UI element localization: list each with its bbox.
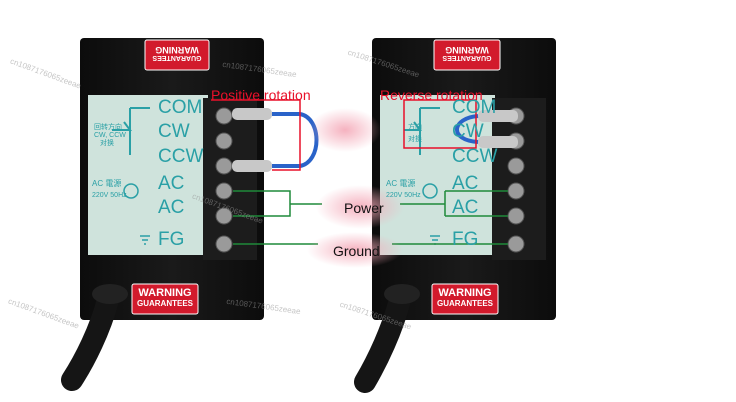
left-lug-com — [232, 108, 272, 120]
power-label: Power — [344, 200, 384, 216]
left-terminal-ac1: AC — [158, 173, 185, 194]
right-bottom-warning-label — [431, 283, 499, 315]
right-top-warning-text: GUARANTEES WARNING — [437, 44, 497, 61]
left-direction-note-3: 对换 — [100, 140, 114, 147]
left-top-warning-label — [144, 39, 210, 71]
right-jumper-wire — [403, 99, 479, 149]
right-screw-ac2 — [507, 207, 525, 225]
blur-blob-power — [316, 185, 404, 229]
left-controller — [61, 38, 272, 391]
right-power-bracket — [400, 190, 508, 217]
right-bottom-warning-line1: WARNING — [438, 287, 492, 299]
left-bottom-warning-label — [131, 283, 199, 315]
right-bottom-warning-line2: GUARANTEES — [436, 298, 493, 308]
right-top-warning-line1: WARNING — [445, 44, 489, 55]
right-top-warning-label — [433, 39, 501, 71]
left-screw-ac1 — [215, 182, 233, 200]
left-switch-symbol — [112, 107, 150, 155]
left-terminal-com: COM — [158, 97, 203, 118]
left-ac-note-2: 220V 50Hz — [92, 192, 127, 199]
left-direction-note-2: CW, CCW — [94, 132, 126, 139]
left-terminal-ac2: AC — [158, 197, 185, 218]
left-red-outline — [211, 99, 301, 171]
positive-rotation-label: Positive rotation — [211, 87, 311, 103]
right-cable-gland — [384, 284, 420, 304]
right-top-warning-line2: GUARANTEES — [442, 53, 492, 61]
left-lug-ccw — [232, 160, 272, 172]
right-cable — [354, 289, 411, 393]
left-cable-gland — [92, 284, 128, 304]
right-screw-ac1 — [507, 182, 525, 200]
left-bottom-warning-line2: GUARANTEES — [136, 298, 193, 308]
left-direction-note-1: 回转方向 — [94, 124, 122, 131]
left-screw-ccw — [215, 157, 233, 175]
right-direction-note-1: 方向 — [408, 124, 422, 131]
left-top-warning-line2: GUARANTEES — [152, 53, 202, 61]
right-bottom-warning-text: WARNING GUARANTEES — [434, 287, 496, 308]
right-ac-symbol — [422, 183, 438, 199]
left-terminal-fg: FG — [158, 229, 185, 250]
reverse-rotation-label: Reverse rotation — [380, 87, 483, 103]
ground-label: Ground — [333, 243, 380, 259]
left-ground-symbol — [140, 235, 150, 245]
right-terminal-strip — [492, 98, 546, 260]
blur-blob-ground — [307, 232, 403, 268]
right-direction-note-2: 对换 — [408, 136, 422, 143]
left-terminal-ccw: CCW — [158, 146, 204, 167]
left-screw-cw — [215, 132, 233, 150]
left-ac-symbol — [123, 183, 139, 199]
left-screw-ac2 — [215, 207, 233, 225]
left-top-warning-text: GUARANTEES WARNING — [147, 44, 207, 61]
right-terminal-fg: FG — [452, 229, 479, 250]
right-terminal-cw: CW — [452, 121, 484, 142]
right-controller — [354, 38, 556, 393]
right-blue-wire — [455, 114, 479, 144]
left-terminal-cw: CW — [158, 121, 190, 142]
left-cable — [61, 289, 119, 391]
right-lug-cw — [478, 136, 518, 148]
right-screw-fg — [507, 235, 525, 253]
right-ac-note-2: 220V 50Hz — [386, 192, 421, 199]
right-ac-note-1: AC 電源 — [386, 179, 416, 188]
left-label-board — [88, 95, 208, 255]
left-bottom-warning-text: WARNING GUARANTEES — [134, 287, 196, 308]
left-terminal-strip — [203, 98, 257, 260]
left-blue-wire — [272, 112, 319, 168]
right-red-outline — [403, 99, 477, 149]
right-terminal-ac1: AC — [452, 173, 479, 194]
left-screw-fg — [215, 235, 233, 253]
right-lug-com — [478, 110, 518, 122]
right-terminal-ccw: CCW — [452, 146, 498, 167]
power-connectors — [233, 190, 508, 245]
right-switch-symbol — [404, 107, 440, 155]
left-ac-note-1: AC 電源 — [92, 179, 122, 188]
left-top-warning-line1: WARNING — [155, 44, 199, 55]
left-screw-com — [215, 107, 233, 125]
right-terminal-ac2: AC — [452, 197, 479, 218]
left-bottom-warning-line1: WARNING — [138, 287, 192, 299]
right-screw-ccw — [507, 157, 525, 175]
right-terminal-com: COM — [452, 97, 497, 118]
blur-blob-top — [309, 108, 381, 152]
left-screws — [215, 107, 233, 253]
